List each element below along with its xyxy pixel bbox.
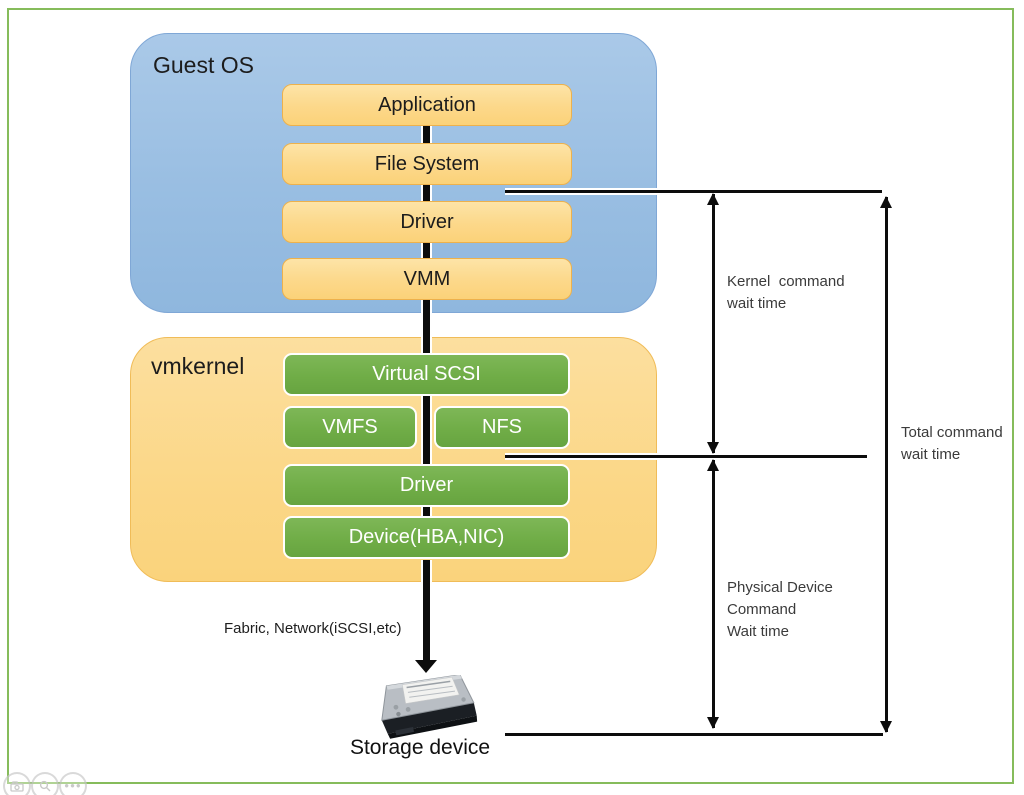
box-application: Application xyxy=(282,84,572,126)
total-wait-arrow xyxy=(880,196,892,733)
kernel-wait-note: Kernel command wait time xyxy=(727,273,845,312)
connector-app-filesystem xyxy=(423,124,430,143)
more-icon[interactable]: ●●● xyxy=(59,772,87,795)
hard-disk-icon xyxy=(374,674,482,739)
total-wait-note: Total command wait time xyxy=(901,424,1003,463)
physical-wait-note: Physical Device Command Wait time xyxy=(727,579,833,640)
box-nfs: NFS xyxy=(434,406,570,449)
physical-wait-arrow xyxy=(707,459,719,729)
box-file-system: File System xyxy=(282,143,572,185)
box-vmfs: VMFS xyxy=(283,406,417,449)
camera-icon[interactable] xyxy=(3,772,31,795)
search-icon[interactable] xyxy=(31,772,59,795)
arrowhead-to-storage xyxy=(415,660,437,673)
connector-driver-device xyxy=(423,507,430,517)
fabric-network-label: Fabric, Network(iSCSI,etc) xyxy=(224,620,402,637)
measure-line-bottom xyxy=(505,733,883,736)
box-vmkernel-driver: Driver xyxy=(283,464,570,507)
measure-line-middle xyxy=(505,455,867,458)
connector-vmm-virtualscsi xyxy=(423,298,430,353)
vmkernel-label: vmkernel xyxy=(151,353,245,379)
connector-driver-vmm xyxy=(423,241,430,258)
storage-device-label: Storage device xyxy=(349,736,491,759)
box-virtual-scsi: Virtual SCSI xyxy=(283,353,570,396)
connector-virtualscsi-driver xyxy=(423,396,430,464)
connector-device-storage xyxy=(423,560,430,661)
box-device-hba-nic: Device(HBA,NIC) xyxy=(283,516,570,559)
guest-os-label: Guest OS xyxy=(153,52,254,78)
box-vmm: VMM xyxy=(282,258,572,300)
connector-filesystem-driver xyxy=(423,183,430,201)
kernel-wait-arrow xyxy=(707,193,719,454)
measure-line-top xyxy=(505,190,882,193)
box-guest-driver: Driver xyxy=(282,201,572,243)
